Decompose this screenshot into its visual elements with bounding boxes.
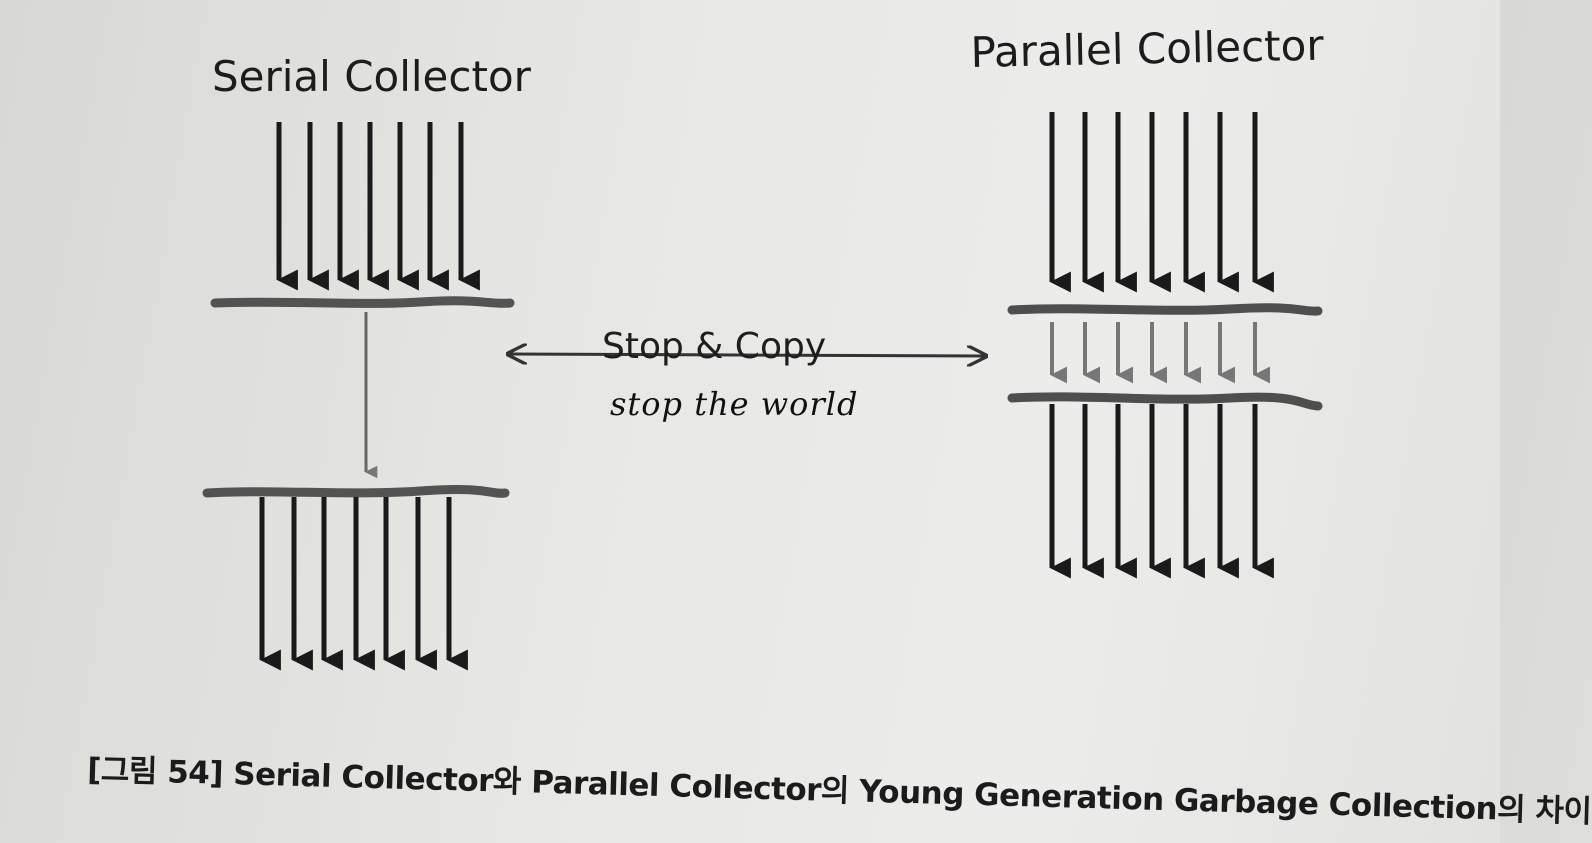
parallel-top-arrows <box>1049 112 1274 293</box>
serial-bottom-barrier <box>202 484 510 498</box>
serial-top-arrows <box>276 122 480 291</box>
serial-top-barrier <box>210 296 515 308</box>
stop-copy-double-arrow <box>508 354 986 356</box>
parallel-top-barrier <box>1007 303 1323 316</box>
serial-collector-title: Serial Collector <box>212 52 531 101</box>
parallel-collector-title: Parallel Collector <box>970 20 1325 77</box>
serial-bottom-arrows <box>259 497 468 671</box>
parallel-bottom-barrier <box>1007 392 1323 411</box>
parallel-middle-arrows <box>1050 322 1271 384</box>
collector-diagram <box>202 112 1323 671</box>
stop-the-world-note: stop the world <box>610 385 859 423</box>
stop-and-copy-label: Stop & Copy <box>602 326 827 367</box>
parallel-bottom-arrows <box>1049 404 1274 579</box>
